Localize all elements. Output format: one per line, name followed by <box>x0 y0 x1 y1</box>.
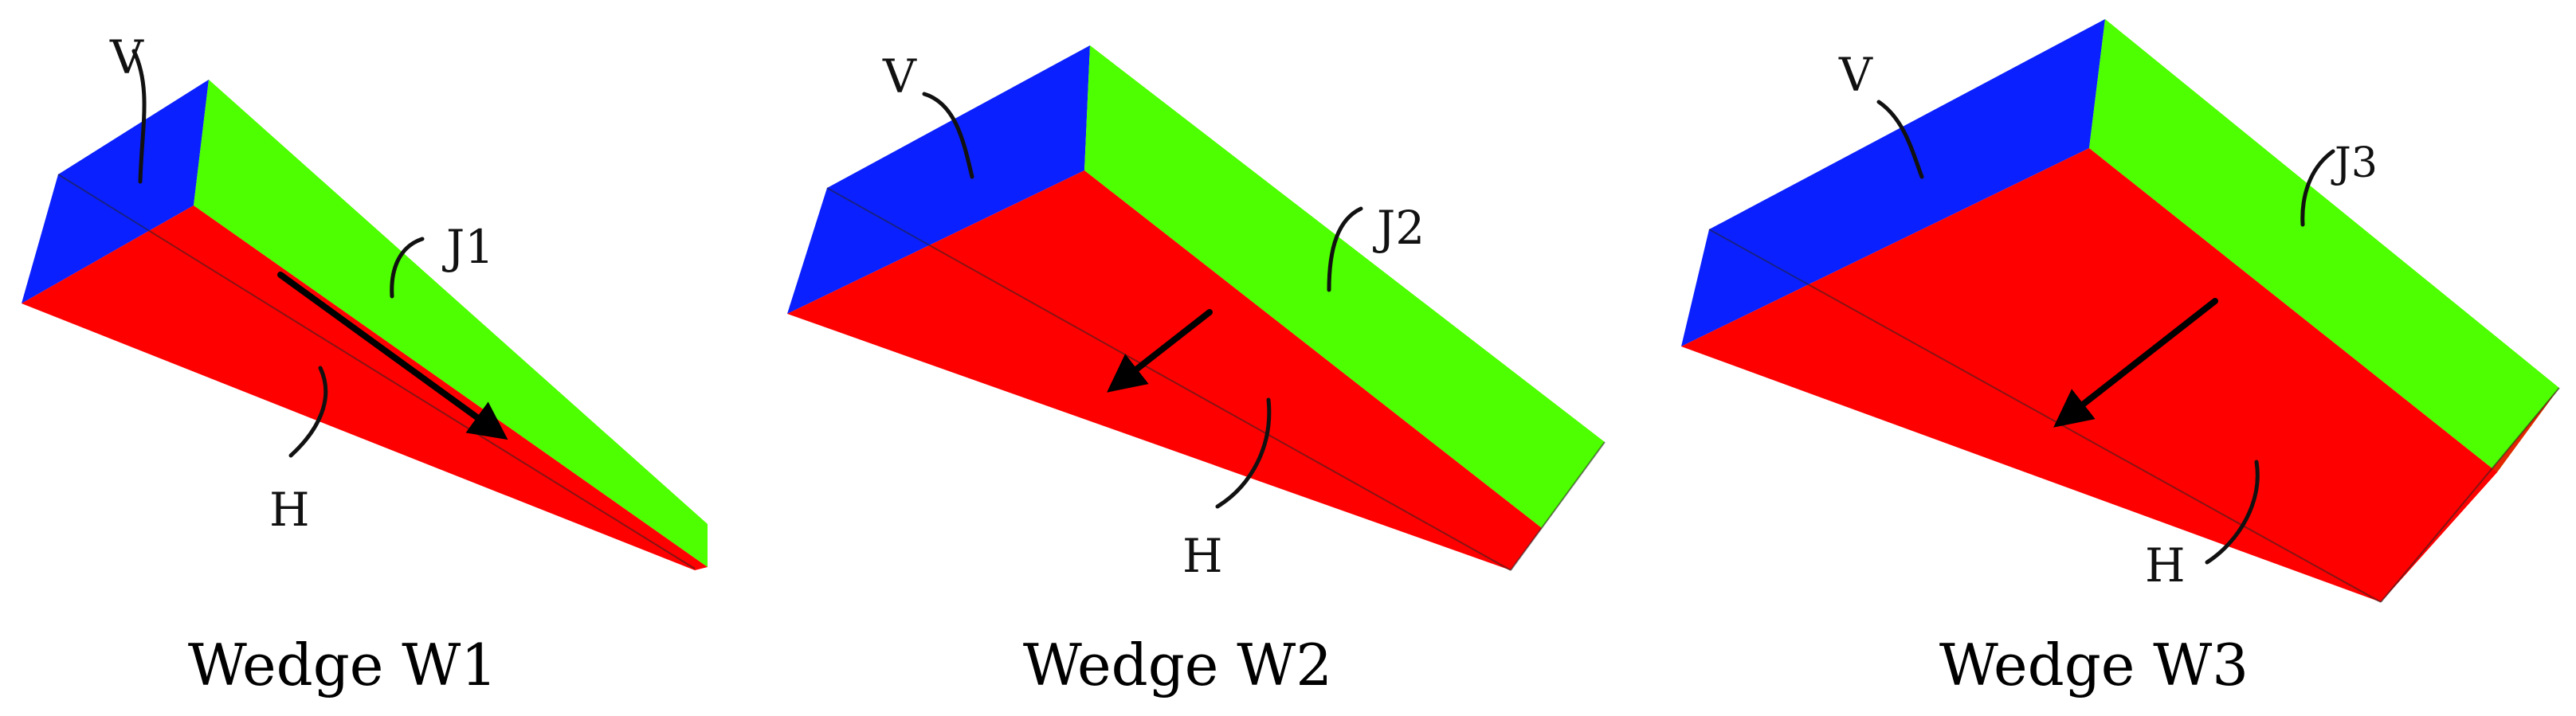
wedge-w3-face-j <box>2089 19 2559 472</box>
wedge-w3: V J3 H Wedge W3 <box>1681 19 2560 698</box>
wedge-w3-label-h: H <box>2145 538 2186 593</box>
wedge-w1-face-h <box>22 205 708 570</box>
wedge-w3-far-edge <box>2380 387 2560 603</box>
wedge-w2-arrow <box>1107 309 1213 393</box>
wedge-w1-arrow <box>277 272 508 440</box>
wedge-w3-face-h <box>1681 148 2497 602</box>
wedge-w2-label-j: J2 <box>1373 201 1425 255</box>
wedge-w1: V J1 H Wedge W1 <box>22 30 708 698</box>
wedge-w2-inner-edge <box>826 187 1511 571</box>
wedge-w1-leader-j <box>390 237 425 299</box>
wedge-w3-inner-edge <box>1708 229 2382 603</box>
wedge-w3-leader-h <box>2205 460 2260 565</box>
wedge-w3-leader-j <box>2300 149 2335 227</box>
wedge-w1-label-h: H <box>269 483 310 537</box>
wedge-w2-label-v: V <box>882 49 917 104</box>
wedge-w2-far-edge <box>1510 441 1606 571</box>
wedge-w3-label-j: J3 <box>2331 139 2378 187</box>
wedge-w2-face-j <box>1084 45 1605 528</box>
wedge-w1-label-j: J1 <box>442 220 494 274</box>
wedge-w1-face-v <box>22 80 209 303</box>
wedge-w2-leader-j <box>1327 206 1363 292</box>
wedge-w3-face-v <box>1681 19 2105 346</box>
wedge-w2-face-v <box>787 45 1090 314</box>
wedge-w1-caption: Wedge W1 <box>188 632 497 698</box>
wedge-w1-leader-v <box>131 49 147 184</box>
wedge-w3-leader-v <box>1876 100 1924 179</box>
wedge-w2-caption: Wedge W2 <box>1023 632 1332 698</box>
wedge-w2-leader-h <box>1215 397 1272 509</box>
wedge-w3-caption: Wedge W3 <box>1939 632 2249 698</box>
wedge-w1-label-v: V <box>109 30 144 84</box>
wedge-w1-leader-h <box>288 366 328 458</box>
wedge-w1-inner-edge <box>57 174 696 569</box>
wedge-w2: V J2 H Wedge W2 <box>787 45 1606 698</box>
wedge-w1-face-j <box>194 80 708 567</box>
wedge-w2-leader-v <box>922 92 974 179</box>
wedge-w3-arrow <box>2053 298 2218 428</box>
wedge-w3-label-v: V <box>1838 48 1873 102</box>
wedge-w2-label-h: H <box>1182 529 1223 583</box>
